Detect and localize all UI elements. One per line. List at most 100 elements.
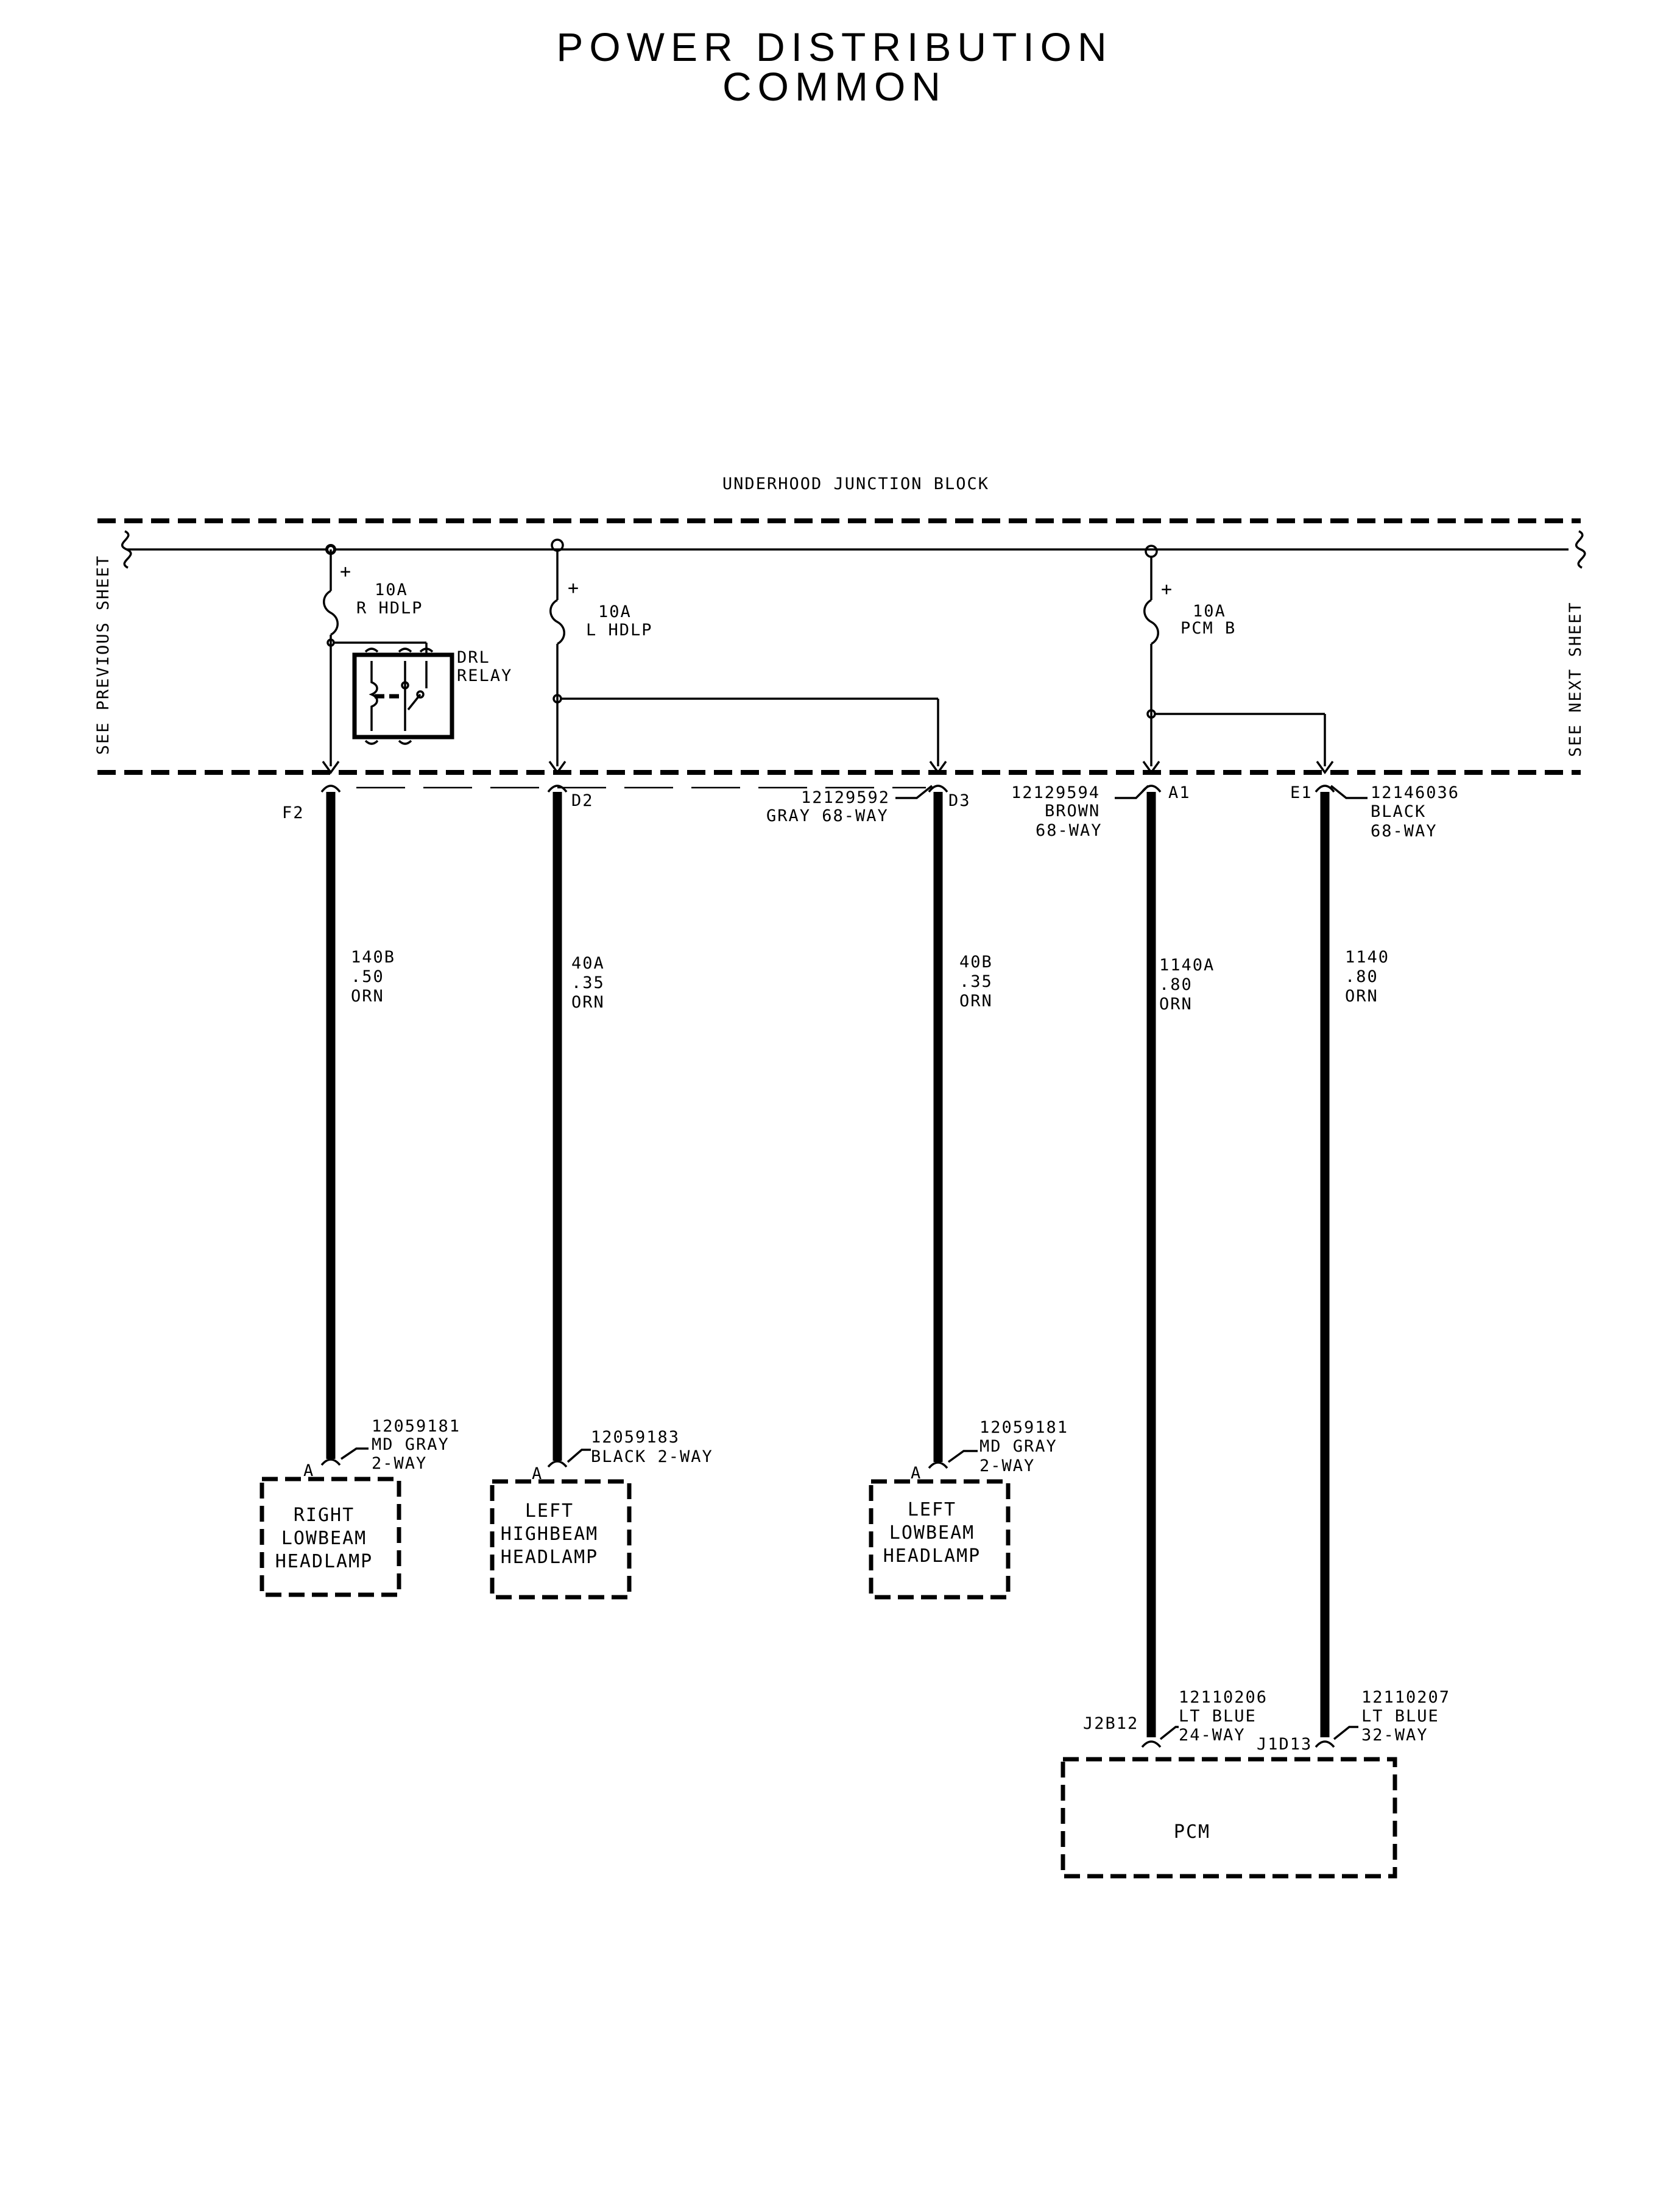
drl-relay-switch-node (416, 690, 425, 699)
pin-a1-label: A1 (1168, 783, 1191, 802)
left-lowbeam-headlamp-label-1: LEFT (908, 1499, 956, 1520)
wire-1140-size: .80 (1345, 967, 1378, 986)
lamp-connector-line2-right-lowbeam: MD GRAY (372, 1435, 450, 1454)
right-lowbeam-headlamp-label-3: HEADLAMP (275, 1551, 373, 1572)
lamp-connector-part-right-lowbeam: 12059181 (372, 1417, 461, 1436)
lamp-connector-part-left-lowbeam: 12059181 (979, 1418, 1068, 1437)
left-lowbeam-headlamp-label-2: LOWBEAM (889, 1522, 975, 1544)
black-connector-leader (1330, 785, 1368, 799)
black-connector-line3: 68-WAY (1371, 822, 1438, 841)
title-line-1: POWER DISTRIBUTION (556, 24, 1112, 69)
output-arrow-a1 (1142, 760, 1160, 774)
lamp-connector-line2-left-highbeam: BLACK 2-WAY (591, 1447, 713, 1466)
pcm-module-label: PCM (1174, 1821, 1210, 1843)
left-lowbeam-headlamp-label-3: HEADLAMP (883, 1545, 981, 1567)
see-previous-sheet-label: SEE PREVIOUS SHEET (94, 555, 113, 755)
drl-relay-contact-node (401, 681, 409, 690)
left-highbeam-headlamp-label-1: LEFT (525, 1500, 574, 1522)
wire-1140a-color: ORN (1159, 995, 1193, 1014)
pcm-module-box (1061, 1757, 1397, 1879)
pcm-connector-part-j1d13: 12110207 (1361, 1688, 1450, 1707)
bus-continuation-right (1575, 530, 1586, 569)
pcm-connector-leader-j2b12 (1159, 1726, 1179, 1740)
pcm-connector-line2-j1d13: LT BLUE (1361, 1707, 1439, 1726)
brown-connector-leader (1115, 785, 1149, 799)
fuse-l-hdlp-symbol (549, 599, 565, 645)
wire-40a-circuit: 40A (571, 954, 605, 973)
left-lowbeam-headlamp-box (869, 1479, 1011, 1600)
fuse-pcm-b-name: PCM B (1181, 619, 1236, 638)
pin-d2-label: D2 (571, 791, 594, 810)
wire-40b-color: ORN (959, 992, 993, 1011)
gray-connector-leader (895, 785, 933, 799)
lamp-connector-line2-left-lowbeam: MD GRAY (979, 1437, 1057, 1456)
drl-relay-pin-marks-bottom (364, 740, 412, 745)
pcm-connector-line3-j2b12: 24-WAY (1179, 1726, 1246, 1745)
bus-continuation-left (121, 530, 132, 569)
connector-cup-d2 (547, 785, 568, 793)
fuse-l-hdlp-name: L HDLP (586, 621, 653, 640)
wire-1140-circuit: 1140 (1345, 948, 1389, 967)
fuse-pcm-b-rating: 10A (1193, 602, 1226, 621)
pcm-connector-line3-j1d13: 32-WAY (1361, 1726, 1428, 1745)
lamp-connector-leader-left-lowbeam (947, 1450, 978, 1463)
lamp-connector-part-left-highbeam: 12059183 (591, 1428, 680, 1447)
right-lowbeam-headlamp-label-1: RIGHT (294, 1505, 355, 1526)
left-highbeam-headlamp-label-2: HIGHBEAM (501, 1523, 599, 1545)
pin-j1d13-label: J1D13 (1257, 1735, 1312, 1754)
connector-cup-e1 (1315, 785, 1335, 793)
lamp-connector-cup-right-lowbeam (320, 1458, 341, 1466)
output-arrow-d2 (548, 760, 566, 774)
lamp-connector-pin-left-lowbeam: A (911, 1464, 922, 1483)
wire-40a-color: ORN (571, 993, 605, 1012)
pcm-connector-part-j2b12: 12110206 (1179, 1688, 1268, 1707)
wire-140b-color: ORN (351, 987, 384, 1006)
wire-140b-circuit: 140B (351, 948, 395, 967)
fuse-r-hdlp-symbol (323, 590, 339, 636)
connector-cup-d3 (928, 785, 948, 793)
pcm-module: PCM (1061, 1757, 1397, 1879)
brown-connector-line3: 68-WAY (1036, 821, 1103, 840)
brown-connector-part: 12129594 (1011, 783, 1100, 802)
drl-relay-label-1: DRL (457, 648, 490, 667)
pcm-connector-cup-j1d13 (1315, 1740, 1335, 1748)
pcm-connector-leader-j1d13 (1333, 1726, 1358, 1740)
right-lowbeam-headlamp-box (259, 1477, 401, 1597)
title-line-2: COMMON (722, 64, 947, 109)
pcm-connector-line2-j2b12: LT BLUE (1179, 1707, 1257, 1726)
wire-40b-size: .35 (959, 972, 993, 991)
lamp-connector-line3-right-lowbeam: 2-WAY (372, 1454, 427, 1473)
see-next-sheet-label: SEE NEXT SHEET (1566, 601, 1585, 757)
left-lowbeam-headlamp: LEFT LOWBEAM HEADLAMP (869, 1479, 1011, 1600)
left-highbeam-headlamp-box (490, 1479, 632, 1600)
lamp-connector-cup-left-lowbeam (928, 1461, 948, 1469)
lamp-connector-cup-left-highbeam (547, 1460, 568, 1468)
output-arrow-e1 (1316, 760, 1334, 774)
wire-1140-color: ORN (1345, 987, 1378, 1006)
drl-relay-box (352, 652, 454, 740)
fuse-r-hdlp-polarity: + (340, 561, 352, 582)
lamp-connector-line3-left-lowbeam: 2-WAY (979, 1456, 1035, 1475)
pin-d3-label: D3 (948, 791, 971, 810)
connector-cup-f2 (320, 785, 341, 793)
left-highbeam-headlamp: LEFT HIGHBEAM HEADLAMP (490, 1479, 632, 1600)
wire-1140a-size: .80 (1159, 975, 1193, 994)
gray-connector-part: 12129592 (801, 788, 890, 807)
black-connector-line2: BLACK (1371, 802, 1426, 821)
pcm-connector-cup-j2b12 (1141, 1740, 1162, 1748)
fuse-r-hdlp-rating: 10A (375, 581, 408, 599)
drl-relay-switch-arm (407, 693, 422, 711)
output-arrow-d3 (929, 760, 947, 774)
bus-splice-pcm-b (1145, 545, 1158, 558)
wire-1140a-circuit: 1140A (1159, 956, 1215, 975)
black-connector-part: 12146036 (1371, 783, 1459, 802)
lamp-connector-leader-left-highbeam (566, 1449, 591, 1463)
left-highbeam-headlamp-label-3: HEADLAMP (501, 1547, 599, 1568)
right-lowbeam-headlamp: RIGHT LOWBEAM HEADLAMP (259, 1477, 401, 1597)
pin-f2-label: F2 (282, 803, 305, 822)
fuse-pcm-b-polarity: + (1161, 579, 1173, 600)
wire-40a-size: .35 (571, 973, 605, 992)
drl-relay-coil (369, 661, 378, 731)
lamp-connector-pin-right-lowbeam: A (303, 1461, 314, 1480)
